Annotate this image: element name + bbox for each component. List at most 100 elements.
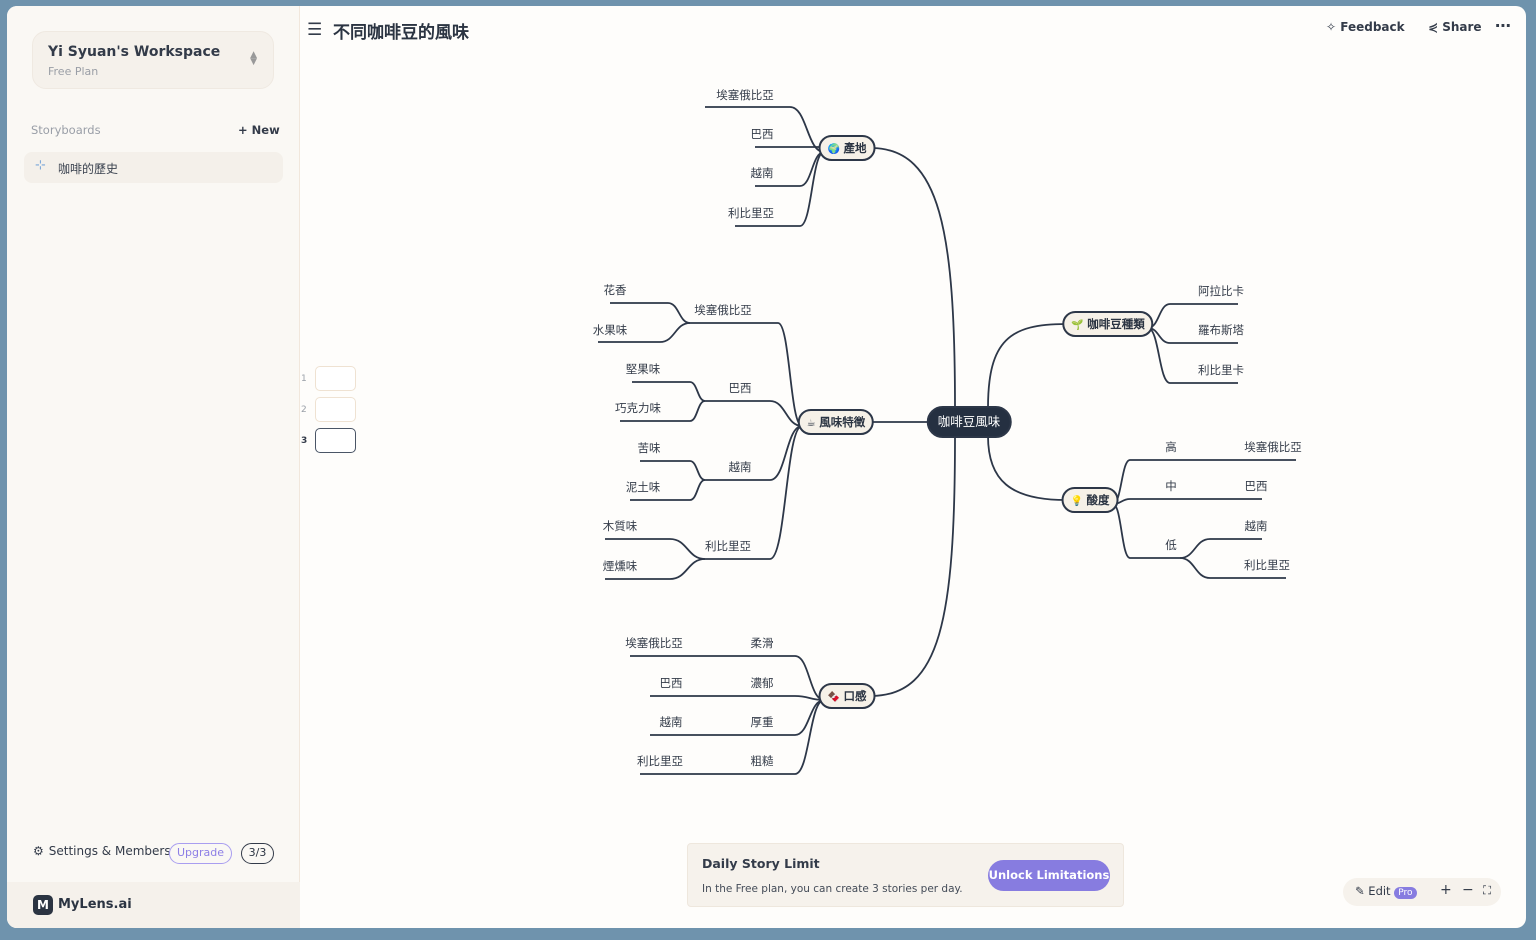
thumbnail-number: 1 [301,374,307,384]
grandchild-node[interactable]: 埃塞俄比亞 [625,636,683,650]
grandchild-node[interactable]: 利比里亞 [1244,558,1290,572]
child-grandchild-connector [689,479,706,501]
story-count-badge: 3/3 [241,843,274,864]
child-node[interactable]: 利比里亞 [728,206,774,220]
grandchild-node[interactable]: 埃塞俄比亞 [1244,440,1302,454]
branch-child-connector [794,699,825,736]
unlock-limitations-button[interactable]: Unlock Limitations [988,860,1110,891]
root-branch-connector [987,435,1067,501]
settings-members-button[interactable]: ⚙Settings & Members [33,844,171,858]
child-node[interactable]: 粗糙 [750,754,774,768]
thumbnail-3[interactable] [315,428,356,453]
fit-screen-icon[interactable]: ⛶ [1483,883,1492,897]
more-options-icon[interactable]: ⋯ [1495,16,1511,35]
child-node[interactable]: 利比里亞 [705,539,751,553]
branch-emoji-icon: 🌍 [827,144,844,155]
child-node[interactable]: 阿拉比卡 [1198,284,1244,298]
child-node[interactable]: 中 [1165,479,1177,493]
branch-emoji-icon: 🍫 [827,692,844,703]
branch-node[interactable]: 🌍 產地 [818,135,876,161]
thumbnail-2[interactable] [315,397,356,422]
node-label: 口感 [843,689,867,703]
branch-child-connector [769,425,803,560]
zoom-in-icon[interactable]: + [1440,882,1452,898]
child-grandchild-connector [689,400,706,422]
storyboards-heading: Storyboards [31,123,101,137]
grandchild-node[interactable]: 木質味 [602,519,638,533]
child-grandchild-connector [667,302,691,324]
child-node[interactable]: 巴西 [750,127,774,141]
child-node[interactable]: 高 [1165,440,1177,454]
new-storyboard-button[interactable]: + New [238,123,280,137]
node-label: 產地 [843,141,867,155]
branch-node[interactable]: ☕ 風味特徵 [797,409,875,435]
sidebar-item-storyboard[interactable]: ⊹ 咖啡的歷史 [24,152,283,183]
grandchild-node[interactable]: 泥土味 [625,480,661,494]
branch-emoji-icon: 💡 [1070,496,1087,507]
grandchild-node[interactable]: 苦味 [637,441,661,455]
child-grandchild-connector [669,538,706,560]
child-grandchild-connector [689,460,706,481]
grandchild-node[interactable]: 利比里亞 [637,754,683,768]
branch-child-connector [777,322,803,427]
daily-limit-banner: Daily Story Limit In the Free plan, you … [687,843,1124,907]
banner-title: Daily Story Limit [702,856,820,871]
workspace-switcher[interactable]: Yi Syuan's Workspace Free Plan ▲▼ [32,31,274,89]
brand-footer: M MyLens.ai [7,882,300,928]
grandchild-node[interactable]: 煙燻味 [602,559,638,573]
child-node[interactable]: 濃郁 [750,676,774,690]
child-node[interactable]: 埃塞俄比亞 [694,303,752,317]
zoom-out-icon[interactable]: − [1462,882,1474,898]
root-branch-connector [987,323,1067,409]
brand-name: MyLens.ai [58,897,132,912]
upgrade-button[interactable]: Upgrade [169,843,233,864]
branch-child-connector [799,151,825,227]
grandchild-node[interactable]: 越南 [1244,519,1268,533]
mindmap-icon: ⊹ [35,158,46,173]
child-grandchild-connector [669,558,706,580]
branch-child-connector [794,699,825,775]
branch-emoji-icon: ☕ [806,418,820,429]
child-node[interactable]: 埃塞俄比亞 [716,88,774,102]
child-grandchild-connector [1179,557,1211,579]
child-node[interactable]: 越南 [728,460,752,474]
pencil-icon: ✎ [1355,884,1365,898]
share-button[interactable]: ⋞ Share [1428,20,1482,34]
node-label: 酸度 [1086,493,1110,507]
root-branch-connector [872,435,956,697]
node-label: 咖啡豆風味 [937,414,1001,429]
thumbnail-1[interactable] [315,366,356,391]
page-title: 不同咖啡豆的風味 [333,23,469,43]
child-node[interactable]: 巴西 [728,381,752,395]
branch-node[interactable]: 🌱 咖啡豆種類 [1062,311,1154,337]
branch-emoji-icon: 🌱 [1071,320,1088,331]
root-node[interactable]: 咖啡豆風味 [926,406,1012,438]
thumbnail-number: 2 [301,405,307,415]
grandchild-node[interactable]: 花香 [603,283,627,297]
branch-node[interactable]: 🍫 口感 [818,683,876,709]
grandchild-node[interactable]: 巧克力味 [615,401,661,415]
child-node[interactable]: 羅布斯塔 [1198,323,1244,337]
branch-node[interactable]: 💡 酸度 [1061,487,1119,513]
child-grandchild-connector [689,381,706,402]
grandchild-node[interactable]: 堅果味 [625,362,661,376]
banner-description: In the Free plan, you can create 3 stori… [702,883,963,895]
feedback-icon: ✧ [1326,20,1341,34]
menu-icon[interactable]: ☰ [307,20,323,40]
grandchild-node[interactable]: 巴西 [659,676,683,690]
settings-label: Settings & Members [48,844,171,858]
root-branch-connector [872,147,956,409]
branch-child-connector [1112,503,1131,559]
child-node[interactable]: 厚重 [750,715,774,729]
child-node[interactable]: 越南 [750,166,774,180]
feedback-button[interactable]: ✧ Feedback [1326,20,1405,34]
grandchild-node[interactable]: 越南 [659,715,683,729]
child-node[interactable]: 低 [1165,538,1177,552]
branch-child-connector [769,425,803,481]
grandchild-node[interactable]: 巴西 [1244,479,1268,493]
edit-button[interactable]: ✎ Edit Pro [1355,884,1417,899]
grandchild-node[interactable]: 水果味 [592,323,628,337]
child-node[interactable]: 利比里卡 [1198,363,1244,377]
child-node[interactable]: 柔滑 [750,636,774,650]
